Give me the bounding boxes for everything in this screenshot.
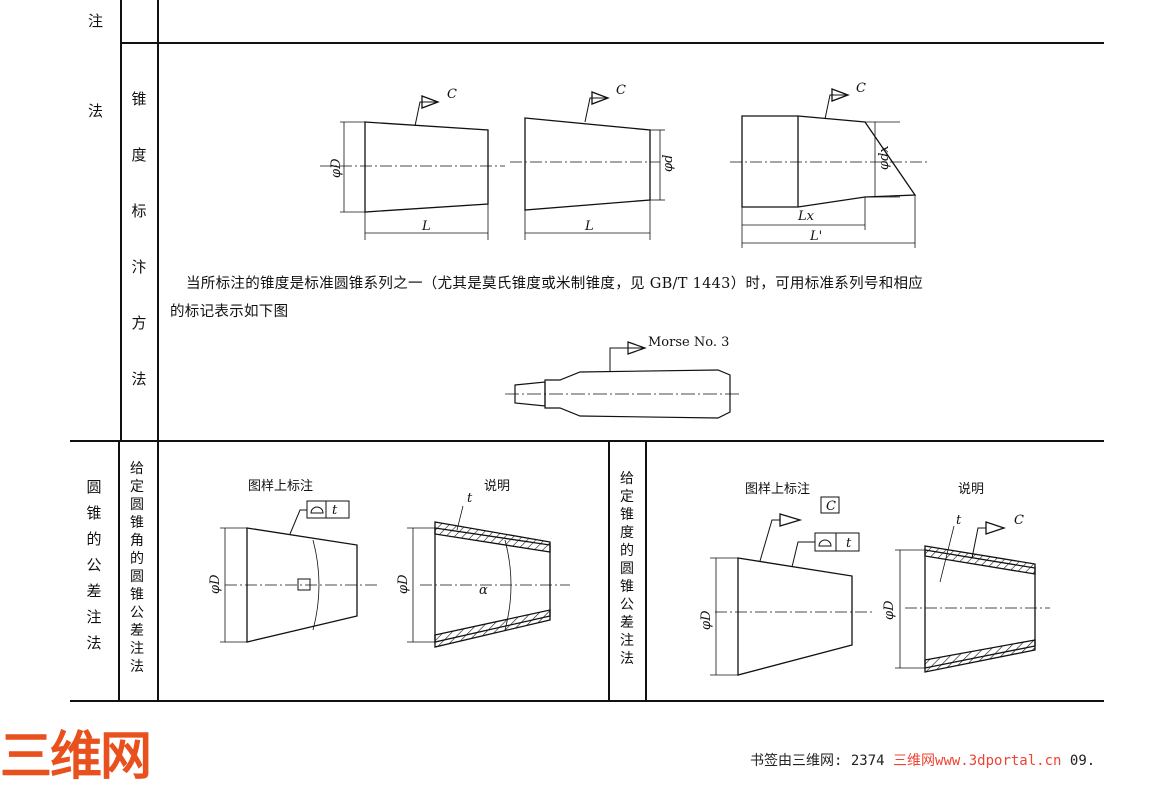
- col-divider-5: [608, 440, 610, 702]
- col-divider-2: [157, 0, 159, 440]
- svg-text:α: α: [479, 583, 488, 598]
- cone-2: [524, 117, 651, 211]
- taper-tolerance-figures: C t t C φD φD: [700, 496, 1050, 676]
- svg-text:Morse No. 3: Morse No. 3: [648, 335, 729, 350]
- taper-method-label: 锥 度 标 汴 方 法: [131, 90, 147, 388]
- svg-text:C: C: [856, 81, 866, 96]
- svg-text:L': L': [809, 229, 822, 244]
- svg-text:φd: φd: [661, 155, 676, 172]
- svg-text:t: t: [846, 536, 852, 551]
- svg-text:L: L: [584, 219, 594, 234]
- svg-text:φD: φD: [882, 600, 897, 620]
- cone-angle-figures: t t α φD φD: [208, 491, 570, 648]
- left-char-zhu: 注: [88, 12, 104, 30]
- svg-text:t: t: [332, 503, 338, 518]
- site-logo: 三维网: [0, 727, 152, 787]
- footer-text: 书签由三维网: 2374 三维网www.3dportal.cn 09.: [750, 753, 1096, 769]
- svg-text:φD: φD: [208, 574, 223, 594]
- caption-drawing-2: 图样上标注: [745, 482, 811, 497]
- tolerance-row-label: 圆 锥 的 公 差 注 法: [86, 478, 102, 652]
- svg-text:φdx: φdx: [877, 145, 892, 170]
- svg-text:C: C: [447, 87, 457, 102]
- svg-text:φD: φD: [396, 574, 411, 594]
- paragraph-line-1: 当所标注的锥度是标准圆锥系列之一（尤其是莫氏锥度或米制锥度，见 GB/T 144…: [186, 276, 924, 292]
- sub-label-cone-angle: 给 定 圆 锥 角 的 圆 锥 公 差 注 法: [130, 461, 144, 675]
- caption-drawing-1: 图样上标注: [248, 479, 314, 494]
- cone-1: [364, 121, 489, 213]
- svg-text:C: C: [616, 83, 626, 98]
- col-divider-3: [118, 440, 120, 702]
- caption-explain-2: 说明: [958, 482, 985, 497]
- caption-explain-1: 说明: [484, 479, 511, 494]
- col-divider-4: [157, 440, 159, 702]
- col-divider-1: [120, 0, 122, 440]
- row-divider-bottom: [70, 700, 1104, 702]
- svg-text:C: C: [1014, 513, 1024, 528]
- morse-taper-figure: Morse No. 3: [505, 335, 740, 419]
- row-divider-top: [120, 42, 1104, 44]
- svg-text:L: L: [421, 219, 431, 234]
- left-char-fa: 法: [88, 102, 104, 120]
- svg-text:t: t: [467, 491, 473, 506]
- svg-text:t: t: [956, 513, 962, 528]
- svg-text:φD: φD: [700, 610, 714, 630]
- svg-text:C: C: [826, 499, 836, 514]
- watermark: 三维网www.3dportal.cn: [893, 753, 1062, 769]
- paragraph-line-2: 的标记表示如下图: [170, 304, 289, 320]
- col-divider-6: [645, 440, 647, 702]
- svg-text:Lx: Lx: [797, 209, 815, 224]
- svg-text:φD: φD: [329, 158, 344, 178]
- cone-3: [741, 115, 917, 208]
- row-divider-middle: [70, 440, 1104, 442]
- taper-figures: C C C φD φd φdx L L Lx L': [320, 81, 930, 248]
- sub-label-taper: 给 定 锥 度 的 圆 锥 公 差 注 法: [620, 471, 634, 667]
